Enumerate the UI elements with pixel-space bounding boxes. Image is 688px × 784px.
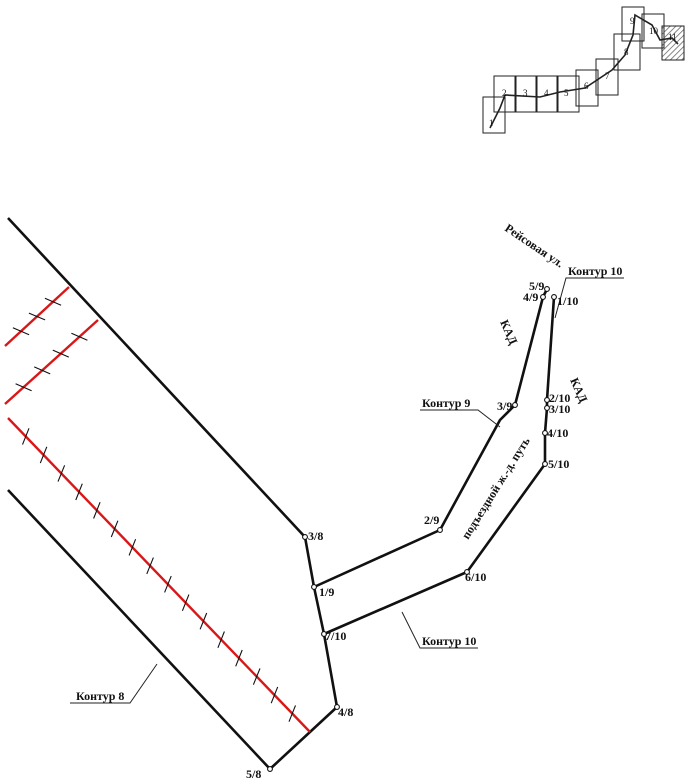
vertex-1-9 [311,584,317,590]
label-point-7-10: 7/10 [325,629,346,643]
sheet-frame-3 [514,75,538,113]
red-line-tick [52,349,70,358]
label-kad-left: КАД [497,318,521,348]
sheet-label-11: 11 [668,32,677,42]
contour-10-boundary [323,296,556,636]
leader-contour-8 [70,663,158,704]
leader-contour-9 [420,409,501,428]
label-contour-10-top: Контур 10 [568,264,622,278]
sheet-label-6: 6 [584,81,589,91]
red-line-tick [93,501,101,519]
red-line-tick [57,465,66,482]
red-line-tick [252,668,261,685]
leader-contour-10-bottom [401,611,478,649]
red-line-tick [146,557,154,575]
sheet-label-5: 5 [564,88,569,98]
vertex-2-10 [544,397,550,403]
red-lines [4,286,311,733]
label-point-2-10: 2/10 [549,391,570,405]
sheet-label-2: 2 [502,88,507,98]
sheet-frame-7 [595,58,619,96]
red-line-tick [33,366,51,375]
leader-lines [70,277,624,704]
vertex-3-10 [544,405,550,411]
vertex-4-10 [542,430,548,436]
vertex-5-9 [544,286,550,292]
label-point-4-9: 4/9 [523,290,538,304]
vertex-5-10 [542,461,548,467]
red-line-tick [15,383,32,392]
route-line [489,13,679,129]
contour-8 [7,217,339,771]
sheet-label-3: 3 [523,88,528,98]
red-line-ticks [12,297,297,722]
label-contour-8: Контур 8 [76,689,124,703]
red-line-tick [164,575,172,593]
label-point-5-9: 5/9 [529,279,544,293]
label-contour-9: Контур 9 [422,396,470,410]
sheet-frame-5 [556,75,580,113]
label-rail: подъездной ж.-д. путь [459,434,533,542]
red-line-tick [39,446,48,464]
vertex-2-9 [437,527,443,533]
vertex-6-10 [464,569,470,575]
vertices [267,286,557,772]
label-point-3-9: 3/9 [497,399,512,413]
red-line-tick [75,483,83,501]
label-point-1-9: 1/9 [319,585,334,599]
label-point-5-10: 5/10 [548,457,569,471]
sheet-label-7: 7 [605,71,610,81]
sheet-label-8: 8 [624,47,629,57]
label-point-5-8: 5/8 [246,767,261,781]
red-line-tick [21,428,30,445]
red-line-tick [110,520,119,538]
red-line-tick [270,686,279,704]
label-point-1-10: 1/10 [557,294,578,308]
label-point-4-10: 4/10 [547,426,568,440]
sheet-frame-6 [575,69,599,107]
sheet-frame-11 [661,25,685,61]
contour-8-boundary [7,217,339,771]
sheet-frame-2 [493,75,517,113]
red-line-tick [28,312,46,321]
label-contour-10-bottom: Контур 10 [422,634,476,648]
red-line-tick [12,327,30,336]
overview-map: 1 2 3 4 5 6 7 8 9 10 11 [482,6,685,134]
vertex-4-8 [334,704,340,710]
sheet-label-9: 9 [630,16,635,26]
vertex-1-10 [551,294,557,300]
label-point-4-8: 4/8 [338,705,353,719]
sheet-frame-8 [613,33,641,71]
vertex-3-9 [512,402,518,408]
label-street: Рейсовая ул. [502,221,566,271]
red-line-tick [235,649,243,667]
red-line-tick [181,594,190,612]
red-line-tick [128,538,137,556]
leader-contour-10-top [554,277,624,319]
red-line-2 [4,319,99,405]
vertex-7-10 [321,631,327,637]
label-point-6-10: 6/10 [465,570,486,584]
red-line-tick [217,631,225,649]
red-line-3 [7,417,311,733]
red-line-tick [288,705,297,722]
label-point-3-10: 3/10 [549,402,570,416]
sheet-frame-4 [535,75,559,113]
sheet-frame-9 [621,6,645,42]
label-kad-right: КАД [567,376,591,406]
red-line-tick [44,297,62,306]
contour-10 [323,296,556,636]
red-line-tick [199,612,208,630]
red-line-tick [71,332,88,341]
vertex-5-8 [267,766,273,772]
sheet-label-1: 1 [489,118,494,128]
vertex-3-8 [302,534,308,540]
vertex-4-9 [540,294,546,300]
sheet-label-4: 4 [544,88,549,98]
sheet-label-10: 10 [649,26,659,36]
label-point-2-9: 2/9 [424,513,439,527]
label-point-3-8: 3/8 [308,529,323,543]
